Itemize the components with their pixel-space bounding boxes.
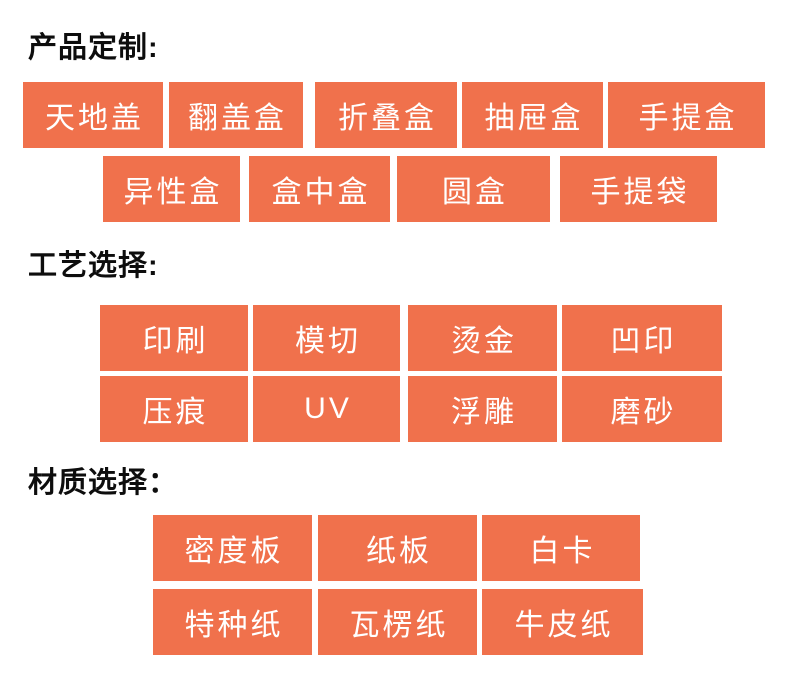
- material-option-button[interactable]: 密度板: [153, 515, 312, 581]
- material-option-button[interactable]: 白卡: [482, 515, 640, 581]
- material-option-button[interactable]: 瓦楞纸: [318, 589, 477, 655]
- material-option-button[interactable]: 纸板: [318, 515, 477, 581]
- product-option-button[interactable]: 抽屉盒: [462, 82, 603, 148]
- craft-option-button[interactable]: 印刷: [100, 305, 248, 371]
- product-option-button[interactable]: 天地盖: [23, 82, 163, 148]
- craft-option-button[interactable]: 模切: [253, 305, 400, 371]
- material-option-button[interactable]: 特种纸: [153, 589, 312, 655]
- section-heading-product-custom: 产品定制:: [28, 32, 159, 64]
- section-heading-craft-select: 工艺选择:: [28, 250, 159, 282]
- craft-option-button[interactable]: UV: [253, 376, 400, 442]
- craft-option-button[interactable]: 压痕: [100, 376, 248, 442]
- product-option-button[interactable]: 圆盒: [397, 156, 550, 222]
- product-option-button[interactable]: 异性盒: [103, 156, 240, 222]
- product-option-button[interactable]: 翻盖盒: [169, 82, 303, 148]
- craft-option-button[interactable]: 凹印: [562, 305, 722, 371]
- product-option-button[interactable]: 盒中盒: [249, 156, 390, 222]
- material-option-button[interactable]: 牛皮纸: [482, 589, 643, 655]
- product-option-button[interactable]: 折叠盒: [315, 82, 457, 148]
- section-heading-material-select: 材质选择：: [28, 467, 179, 499]
- craft-option-button[interactable]: 磨砂: [562, 376, 722, 442]
- product-option-button[interactable]: 手提盒: [608, 82, 765, 148]
- craft-option-button[interactable]: 浮雕: [408, 376, 557, 442]
- craft-option-button[interactable]: 烫金: [408, 305, 557, 371]
- product-option-button[interactable]: 手提袋: [560, 156, 717, 222]
